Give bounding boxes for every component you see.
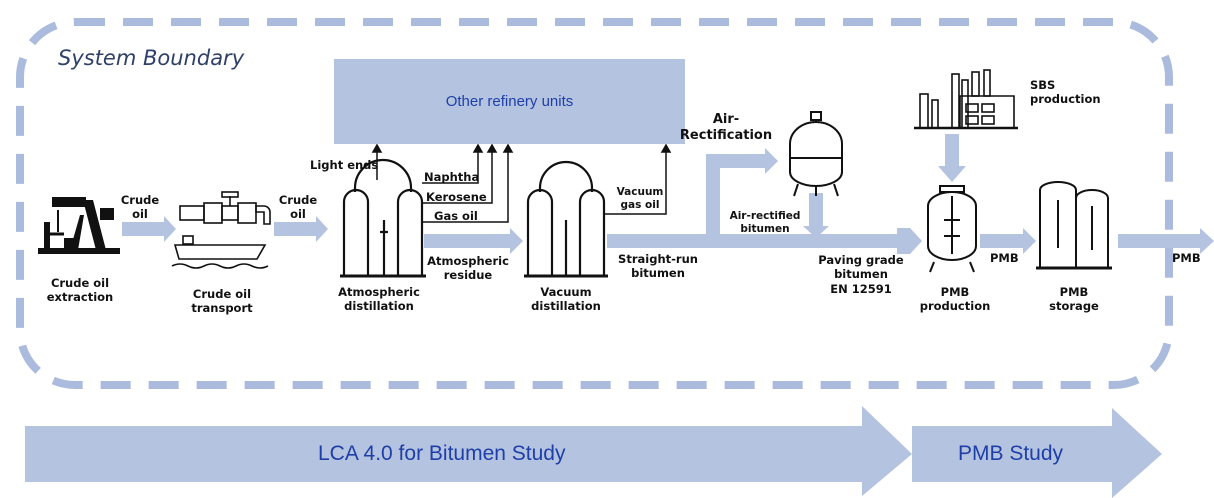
- air-rectification-tank-icon: [789, 111, 843, 197]
- sbs-factory-icon: [914, 69, 1018, 130]
- atmospheric-column-icon: [340, 158, 426, 278]
- system-boundary-title: System Boundary: [58, 46, 245, 70]
- arrow-to-pmb-production: [897, 228, 922, 254]
- arrow-air-rectified-head: [803, 226, 829, 238]
- pmb-study-arrow: [912, 408, 1162, 498]
- pmb-reactor-icon: [927, 185, 977, 273]
- air-rectified-down: [809, 193, 823, 228]
- flow-light-ends: Light ends: [310, 158, 379, 172]
- arrow-pmb-out: [1118, 228, 1214, 254]
- branch-up: [706, 161, 720, 241]
- flow-pmb-2: PMB: [1172, 251, 1201, 265]
- flow-kerosene: Kerosene: [426, 190, 487, 204]
- pmb-study-label: PMB Study: [958, 442, 1064, 465]
- flow-pmb-1: PMB: [990, 251, 1019, 265]
- arrow-to-air-rectification: [706, 148, 778, 174]
- pipeline-ship-icon: [171, 191, 271, 269]
- product-arrows: [371, 143, 672, 223]
- arrow-pmb-to-storage: [980, 228, 1036, 254]
- arrow-sbs-head: [938, 166, 966, 182]
- vacuum-column-icon: [524, 160, 608, 278]
- flow-naphtha: Naphtha: [424, 170, 480, 184]
- other-refinery-units-label: Other refinery units: [445, 93, 574, 110]
- bitumen-study-arrow: [25, 406, 912, 496]
- arrow-atm-residue: [424, 228, 523, 254]
- oil-pump-jack-icon: [38, 197, 120, 254]
- arrow-transport-to-atmospheric: [274, 216, 328, 242]
- arrow-crude-to-transport: [122, 216, 176, 242]
- sbs-down: [945, 134, 959, 168]
- pmb-storage-tank-icon: [1036, 181, 1112, 270]
- flow-gas-oil: Gas oil: [434, 209, 478, 223]
- system-boundary: [16, 18, 1173, 389]
- bitumen-study-label: LCA 4.0 for Bitumen Study: [318, 442, 566, 465]
- air-rectification-label: Air-Rectification: [679, 112, 773, 144]
- straight-run-line: [607, 234, 907, 248]
- other-refinery-units-box: Other refinery units: [334, 59, 685, 144]
- flow-arrows: [122, 134, 1214, 254]
